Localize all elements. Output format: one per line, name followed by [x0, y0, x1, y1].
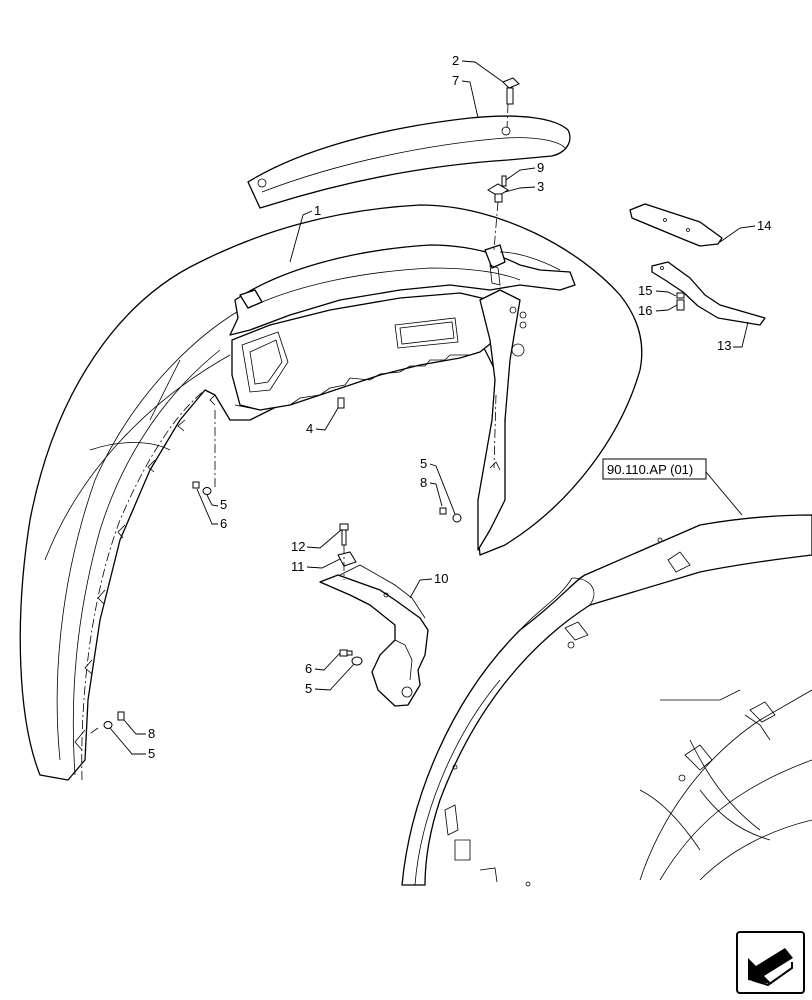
callout-5-bottom[interactable]: 5 [148, 746, 155, 761]
callout-8-side[interactable]: 8 [420, 475, 427, 490]
previous-page-arrow-icon[interactable] [736, 931, 805, 994]
callout-8-bottom[interactable]: 8 [148, 726, 155, 741]
reference-label[interactable]: 90.110.AP (01) [607, 462, 693, 477]
callout-4[interactable]: 4 [306, 421, 313, 436]
trim-strip-body [247, 115, 571, 209]
fender-assembly [19, 204, 643, 781]
reference-label-group[interactable]: 90.110.AP (01) [602, 458, 743, 516]
strip-hole-left [257, 178, 267, 188]
callout-1[interactable]: 1 [314, 203, 321, 218]
bolt-2 [502, 77, 520, 89]
callout-15[interactable]: 15 [638, 283, 652, 298]
callout-5-side[interactable]: 5 [420, 456, 427, 471]
bracket-13 [651, 261, 766, 326]
callout-5-center[interactable]: 5 [305, 681, 312, 696]
callout-9[interactable]: 9 [537, 160, 544, 175]
callout-7[interactable]: 7 [452, 73, 459, 88]
callout-3[interactable]: 3 [537, 179, 544, 194]
callout-5-left[interactable]: 5 [220, 497, 227, 512]
callout-11[interactable]: 11 [291, 559, 305, 574]
callout-6-left[interactable]: 6 [220, 516, 227, 531]
bracket-10 [319, 574, 429, 707]
callout-6-center[interactable]: 6 [305, 661, 312, 676]
callout-10[interactable]: 10 [434, 571, 448, 586]
callout-13[interactable]: 13 [717, 338, 731, 353]
clip-11 [337, 551, 357, 567]
strip-hole-right [501, 126, 511, 136]
callout-12[interactable]: 12 [291, 539, 305, 554]
reference-label-box[interactable] [602, 458, 707, 480]
wheel-housing-assembly [401, 514, 812, 887]
upper-brackets [629, 203, 766, 326]
callout-14[interactable]: 14 [757, 218, 771, 233]
callouts: 1 2 7 9 3 14 15 16 13 4 5 6 5 [109, 53, 771, 761]
bracket-10-assembly [319, 523, 429, 707]
callout-2[interactable]: 2 [452, 53, 459, 68]
bracket-14 [629, 203, 723, 247]
callout-16[interactable]: 16 [638, 303, 652, 318]
trim-strip [247, 77, 571, 251]
loose-hardware [87, 394, 501, 736]
reference-leader [705, 471, 743, 516]
